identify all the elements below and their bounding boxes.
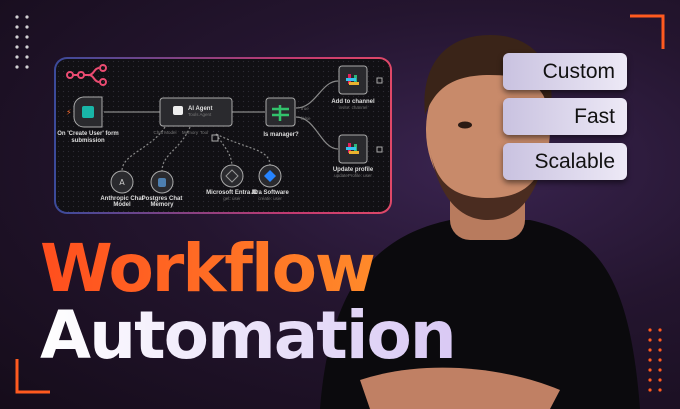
presenter-photo — [320, 35, 640, 409]
node-anthropic[interactable]: A Anthropic Chat Model — [100, 170, 144, 208]
postgres-icon — [158, 178, 166, 187]
add-tool-icon — [211, 134, 219, 142]
svg-text:submission: submission — [71, 138, 105, 144]
dot-grid-decoration — [15, 15, 29, 69]
feature-pill-custom: Custom — [503, 53, 627, 90]
svg-text:invite: channel: invite: channel — [339, 105, 368, 110]
node-postgres[interactable]: Postgres Chat Memory — [142, 170, 183, 208]
entra-icon — [225, 169, 239, 183]
corner-bracket-decoration — [15, 359, 50, 394]
svg-text:Update profile: Update profile — [333, 167, 374, 173]
jira-icon — [264, 170, 276, 182]
node-trigger[interactable]: ⚡ On 'Create User' form submission — [57, 96, 119, 144]
n8n-logo — [66, 64, 107, 86]
svg-text:Tool: Tool — [200, 130, 208, 135]
slack-icon — [346, 74, 359, 85]
feature-pill-scalable: Scalable — [503, 143, 627, 180]
workflow-screenshot-panel: ⚡ On 'Create User' form submission AI Ag… — [54, 57, 392, 214]
node-add-to-channel[interactable]: Add to channel invite: channel — [331, 65, 383, 110]
svg-text:Chat Model: Chat Model — [153, 130, 176, 135]
slack-icon — [346, 143, 359, 154]
add-node-icon — [376, 146, 383, 153]
svg-text:Microsoft Entra ID: Microsoft Entra ID — [206, 190, 258, 196]
svg-text:Is manager?: Is manager? — [263, 132, 299, 138]
corner-bracket-decoration — [630, 14, 665, 49]
svg-text:updateProfile: user: updateProfile: user — [334, 173, 372, 178]
dot-grid-decoration — [648, 328, 662, 392]
headline-line-2: Automation — [40, 297, 457, 374]
node-jira[interactable]: Jira Software create: user — [251, 164, 290, 201]
svg-text:create: user: create: user — [258, 196, 282, 201]
node-ai-agent[interactable]: AI Agent Tools Agent Chat Model Memory T… — [153, 97, 233, 142]
svg-text:AI Agent: AI Agent — [188, 106, 212, 112]
node-update-profile[interactable]: Update profile updateProfile: user — [333, 134, 383, 178]
node-entra[interactable]: Microsoft Entra ID get: user — [206, 164, 259, 201]
svg-text:true: true — [301, 106, 309, 111]
node-is-manager[interactable]: Is manager? true false — [263, 97, 311, 138]
svg-text:Anthropic Chat: Anthropic Chat — [100, 196, 143, 202]
svg-text:Model: Model — [113, 202, 131, 208]
add-node-icon — [376, 77, 383, 84]
svg-text:Memory: Memory — [150, 202, 174, 208]
svg-text:On 'Create User' form: On 'Create User' form — [57, 131, 119, 137]
connections — [104, 80, 339, 172]
svg-text:Add to channel: Add to channel — [331, 99, 375, 105]
anthropic-icon: A — [119, 178, 125, 187]
svg-text:false: false — [301, 116, 311, 121]
lightning-icon: ⚡ — [66, 108, 72, 117]
svg-text:get: user: get: user — [223, 196, 241, 201]
svg-text:Tools Agent: Tools Agent — [188, 112, 212, 117]
feature-pill-fast: Fast — [503, 98, 627, 135]
svg-text:Postgres Chat: Postgres Chat — [142, 196, 183, 202]
svg-text:Memory: Memory — [182, 130, 199, 135]
svg-text:Jira Software: Jira Software — [251, 190, 289, 196]
headline-line-1: Workflow — [40, 230, 376, 307]
robot-icon — [173, 106, 183, 115]
